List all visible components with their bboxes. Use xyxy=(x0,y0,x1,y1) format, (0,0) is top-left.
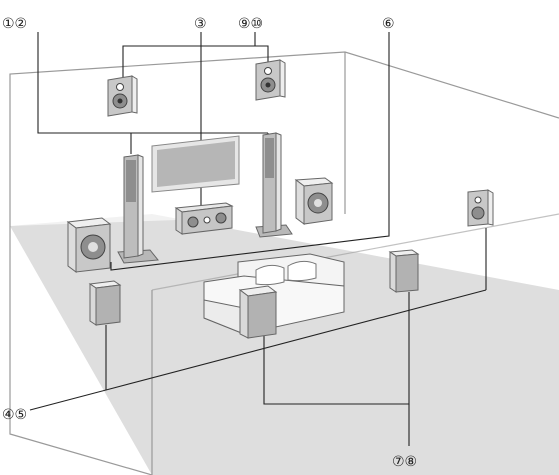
label-front-high: ⑨⑩ xyxy=(238,16,263,32)
right-wall xyxy=(345,52,559,290)
center-speaker xyxy=(174,202,234,235)
wire-front-lr xyxy=(37,32,132,154)
wire-front-high xyxy=(122,45,269,82)
sofa-cushion-right xyxy=(287,260,317,282)
channel-labels: ①② ③ ⑨⑩ ⑥ ④⑤ ⑦⑧ xyxy=(2,16,417,470)
front-high-right-speaker xyxy=(255,59,286,101)
room-floor-edge xyxy=(151,213,559,291)
surround-back-left-speaker xyxy=(238,285,278,339)
subwoofer-front-left xyxy=(66,217,112,273)
surround-left-speaker xyxy=(88,280,122,326)
room-back-edges xyxy=(9,51,559,226)
front-right-speaker xyxy=(255,132,293,238)
wire-subwoofer xyxy=(110,32,390,271)
surround-right-speaker xyxy=(467,189,494,227)
subwoofer-back-right xyxy=(294,177,334,225)
label-center: ③ xyxy=(194,16,207,32)
wire-surround-back xyxy=(263,292,410,405)
label-front-lr: ①② xyxy=(2,16,27,32)
label-surround: ④⑤ xyxy=(2,407,27,423)
label-surround-back: ⑦⑧ xyxy=(392,454,417,470)
front-high-left-speaker xyxy=(107,75,138,117)
room-floor xyxy=(10,214,559,475)
tv-screen xyxy=(157,141,235,187)
front-left-speaker xyxy=(117,154,159,264)
wire-surround-right xyxy=(105,289,487,391)
room-front-edges xyxy=(9,226,153,475)
sofa-cushion-left xyxy=(255,264,285,286)
back-wall xyxy=(10,52,345,226)
surround-back-right-speaker xyxy=(388,249,420,293)
tv xyxy=(151,135,240,193)
label-subwoofer: ⑥ xyxy=(382,16,395,32)
